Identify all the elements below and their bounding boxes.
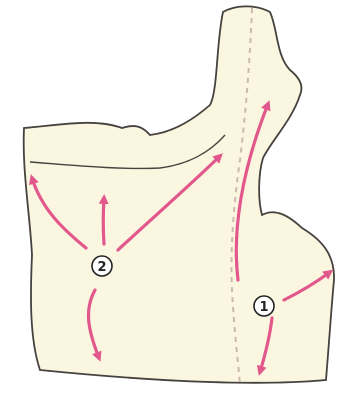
arrow-icon	[103, 198, 104, 244]
marker-2: 2	[92, 256, 112, 276]
marker-1: 1	[254, 296, 274, 316]
marker-2-label: 2	[97, 260, 106, 275]
marker-1-label: 1	[259, 300, 268, 315]
